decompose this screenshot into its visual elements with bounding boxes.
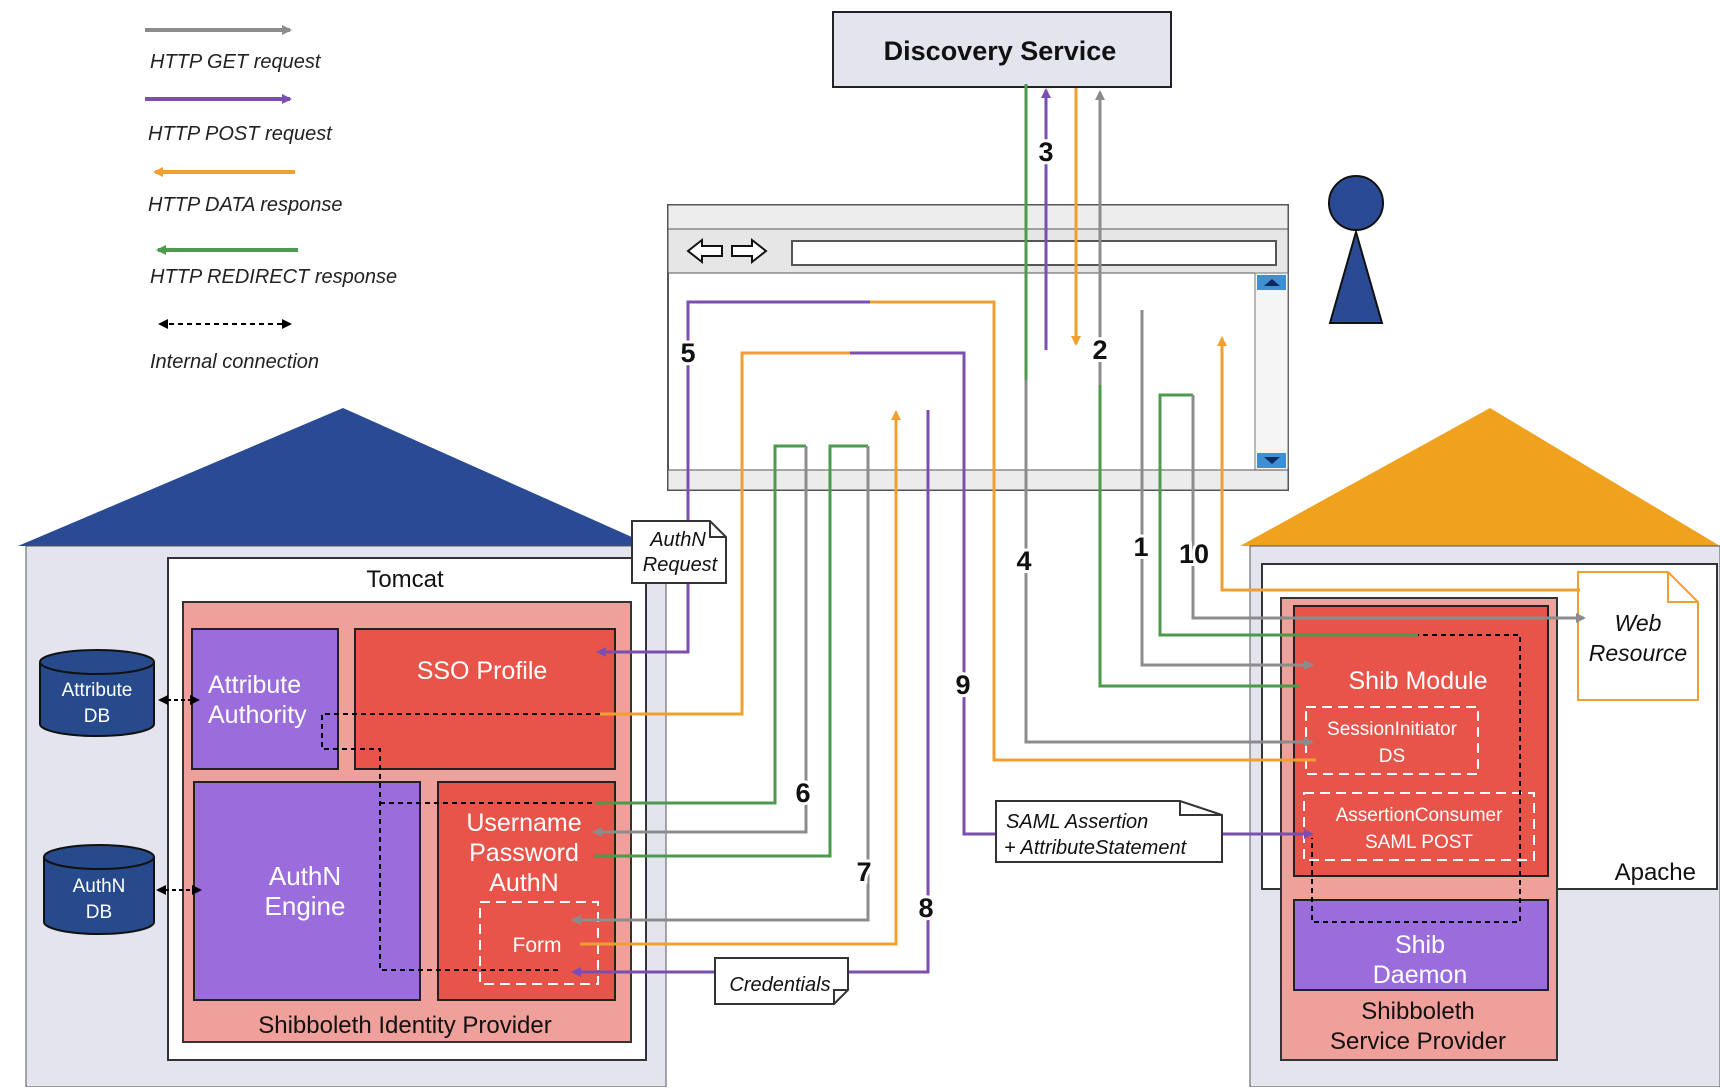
web-resource-note: Web Resource bbox=[1577, 571, 1699, 701]
saml-assertion-note: SAML Assertion + AttributeStatement bbox=[995, 800, 1223, 863]
web-resource-line1: Web bbox=[1615, 610, 1662, 636]
scroll-down-icon bbox=[1264, 457, 1280, 464]
sso-profile-box bbox=[354, 628, 616, 770]
discovery-service-label: Discovery Service bbox=[884, 36, 1117, 66]
shib-daemon-line1: Shib bbox=[1395, 931, 1445, 959]
legend-post-label: HTTP POST request bbox=[148, 123, 333, 145]
sp-title-line2: Service Provider bbox=[1330, 1028, 1506, 1055]
form-label: Form bbox=[513, 934, 562, 957]
shib-daemon-box bbox=[1293, 899, 1549, 991]
flow-sso-data bbox=[600, 351, 850, 716]
flow-1-get bbox=[1140, 310, 1314, 670]
saml-assertion-line1: SAML Assertion bbox=[1006, 811, 1148, 833]
session-initiator-line1: SessionInitiator bbox=[1327, 719, 1458, 740]
flow-5-post bbox=[596, 300, 870, 657]
authn-db: AuthN DB bbox=[43, 844, 155, 935]
forward-arrow-icon[interactable] bbox=[731, 237, 768, 265]
flow-7-get bbox=[571, 446, 870, 925]
flow-10-get bbox=[1191, 395, 1586, 623]
username-password-line2: Password bbox=[469, 839, 579, 867]
flow-7-redirect bbox=[594, 444, 868, 858]
authn-db-line1: AuthN bbox=[73, 876, 126, 897]
authn-request-line2: Request bbox=[643, 554, 719, 576]
authn-request-note: AuthN Request bbox=[631, 520, 727, 584]
legend-internal-label: Internal connection bbox=[150, 351, 319, 373]
flow-6-redirect bbox=[596, 444, 806, 805]
legend-data-label: HTTP DATA response bbox=[148, 194, 343, 216]
assertion-consumer-box bbox=[1303, 792, 1535, 861]
sp-title-line1: Shibboleth bbox=[1361, 998, 1474, 1025]
credentials-note: Credentials bbox=[714, 957, 849, 1005]
step-9: 9 bbox=[955, 670, 970, 700]
attribute-authority-line1: Attribute bbox=[208, 671, 301, 699]
discovery-service-box: Discovery Service bbox=[832, 11, 1172, 88]
step-6: 6 bbox=[795, 778, 810, 808]
session-initiator-box bbox=[1305, 706, 1479, 775]
idp-house: Tomcat Shibboleth Identity Provider Attr… bbox=[18, 408, 667, 1088]
browser-window bbox=[667, 204, 1289, 491]
vertical-scrollbar[interactable] bbox=[1254, 272, 1289, 471]
shib-module-box bbox=[1293, 605, 1549, 877]
credentials-label: Credentials bbox=[729, 974, 830, 996]
authn-db-line2: DB bbox=[86, 902, 112, 923]
authn-engine-line2: Engine bbox=[265, 891, 346, 921]
step-1: 1 bbox=[1133, 532, 1148, 562]
username-password-box bbox=[437, 781, 616, 1001]
username-password-line3: AuthN bbox=[489, 869, 558, 897]
attribute-db: Attribute DB bbox=[39, 649, 155, 737]
sp-roof bbox=[1240, 408, 1720, 546]
shib-daemon-line2: Daemon bbox=[1373, 961, 1468, 989]
flow-4-get bbox=[1024, 380, 1314, 747]
legend-redirect-label: HTTP REDIRECT response bbox=[150, 266, 397, 288]
assertion-consumer-line2: SAML POST bbox=[1365, 832, 1473, 853]
user-icon bbox=[1328, 175, 1384, 324]
flow-2-redirect bbox=[1098, 385, 1300, 688]
web-resource-line2: Resource bbox=[1589, 640, 1687, 666]
username-password-line1: Username bbox=[466, 809, 581, 837]
step-7: 7 bbox=[856, 857, 871, 887]
legend: HTTP GET request HTTP POST request HTTP … bbox=[145, 25, 397, 373]
attribute-db-line1: Attribute bbox=[62, 680, 133, 701]
form-box bbox=[479, 901, 599, 985]
flow-5-data bbox=[870, 300, 1316, 762]
flow-8-post bbox=[571, 410, 930, 977]
apache-label: Apache bbox=[1615, 859, 1696, 886]
saml-assertion-line2: + AttributeStatement bbox=[1004, 837, 1188, 859]
step-3: 3 bbox=[1038, 137, 1053, 167]
attribute-authority-line2: Authority bbox=[208, 701, 307, 729]
step-2: 2 bbox=[1092, 335, 1107, 365]
back-arrow-icon[interactable] bbox=[686, 237, 723, 265]
flow-10-redirect bbox=[1158, 393, 1418, 637]
scroll-up-icon bbox=[1264, 279, 1280, 286]
assertion-consumer-line1: AssertionConsumer bbox=[1336, 805, 1504, 826]
flow-10-data bbox=[1217, 336, 1580, 592]
flow-form-data bbox=[580, 410, 901, 946]
sp-house: Apache Shibboleth Service Provider Shib … bbox=[1240, 408, 1720, 1088]
attribute-authority-box bbox=[191, 628, 339, 770]
authn-request-line1: AuthN bbox=[649, 529, 706, 551]
sp-internal-connection bbox=[1311, 634, 1521, 923]
attribute-db-line2: DB bbox=[84, 706, 110, 727]
session-initiator-line2: DS bbox=[1379, 746, 1405, 767]
step-10: 10 bbox=[1179, 539, 1209, 569]
shib-module-label: Shib Module bbox=[1349, 667, 1488, 695]
step-numbers: 1 2 3 4 5 6 7 8 9 10 bbox=[677, 134, 1212, 926]
flow-arrows bbox=[571, 84, 1586, 977]
legend-get-label: HTTP GET request bbox=[150, 51, 322, 73]
flow-6-get bbox=[592, 446, 808, 837]
idp-roof bbox=[18, 408, 652, 546]
step-5: 5 bbox=[680, 338, 695, 368]
step-4: 4 bbox=[1016, 546, 1031, 576]
tomcat-label: Tomcat bbox=[366, 566, 444, 593]
sso-profile-label: SSO Profile bbox=[417, 657, 548, 685]
authn-engine-line1: AuthN bbox=[269, 861, 341, 891]
authn-engine-box bbox=[193, 781, 421, 1001]
idp-internal-connection bbox=[321, 713, 600, 971]
step-8: 8 bbox=[918, 893, 933, 923]
address-bar[interactable] bbox=[791, 240, 1277, 266]
idp-title: Shibboleth Identity Provider bbox=[258, 1012, 552, 1039]
